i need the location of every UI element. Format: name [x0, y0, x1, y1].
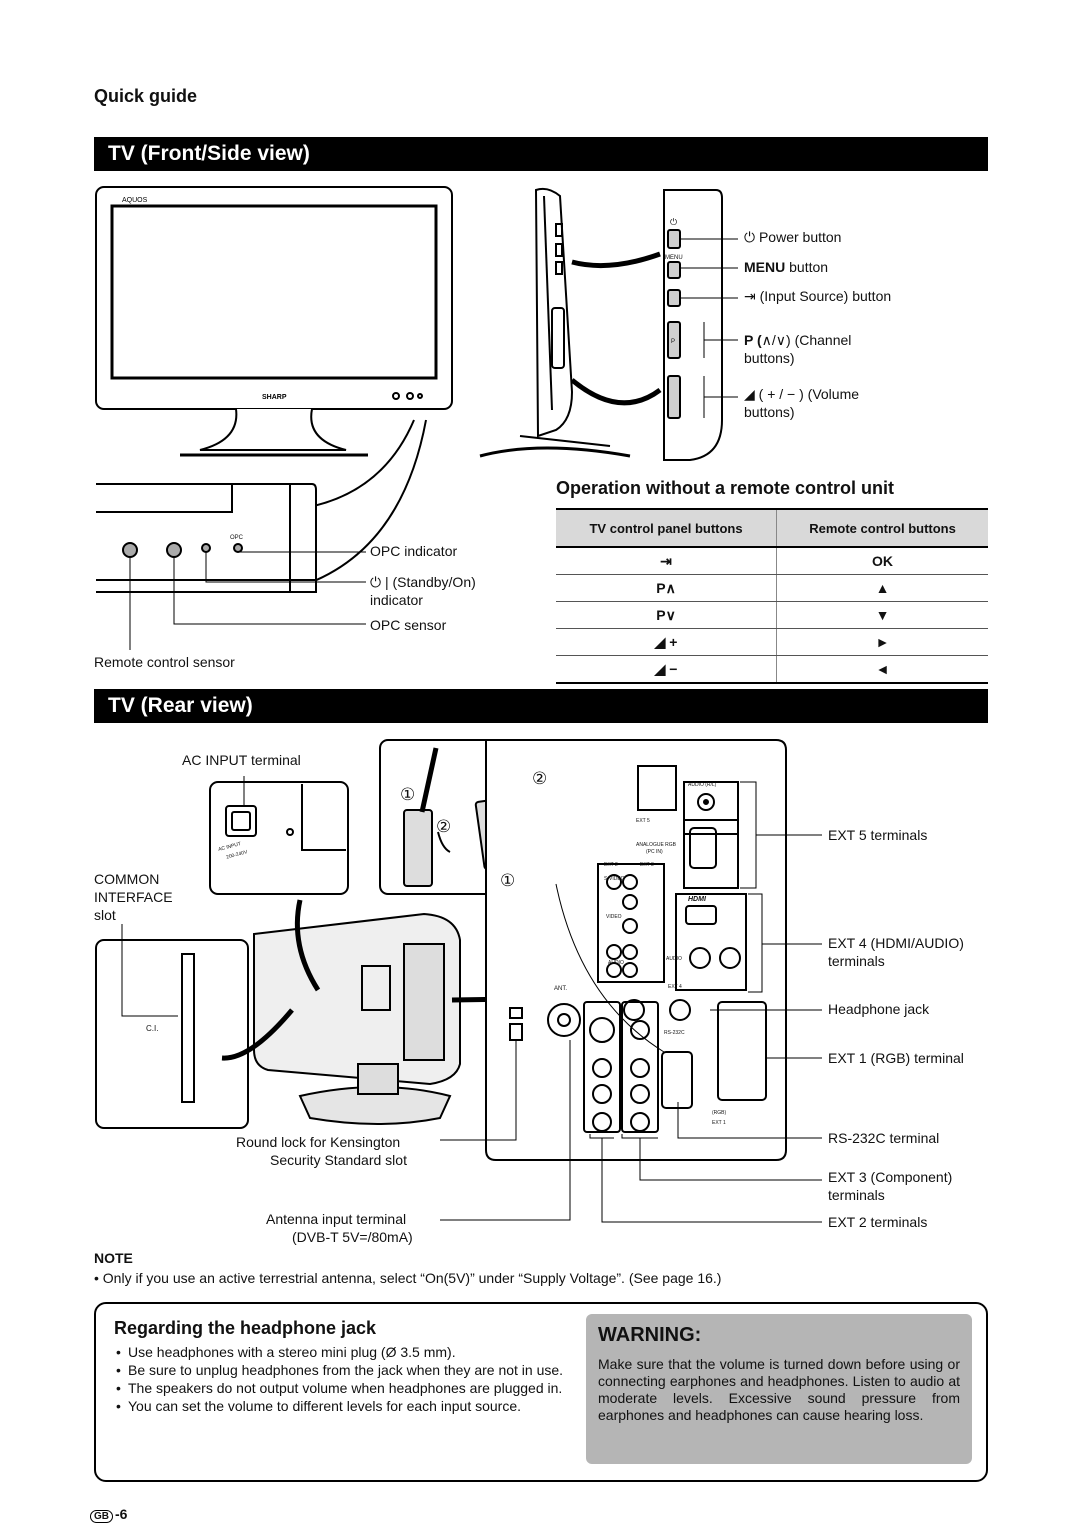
sharp-logo: SHARP: [262, 394, 287, 401]
input-button-label: ⇥ (Input Source) button: [744, 288, 892, 304]
ext1-label: EXT 1 (RGB) terminal: [828, 1050, 964, 1066]
step-1-marker: ①: [400, 785, 416, 804]
kensington-label-2: Security Standard slot: [270, 1152, 407, 1168]
panel-analogue: ANALOGUE RGB: [636, 842, 677, 848]
panel-power-mark: ⏻: [670, 217, 678, 227]
hdmi-logo: HDMI: [688, 896, 706, 903]
antenna-label-2: (DVB-T 5V=/80mA): [292, 1229, 413, 1245]
panel-ant: ANT.: [554, 986, 568, 992]
power-button-label: ⏻ Power button: [744, 229, 842, 245]
volume-icon: ◢: [744, 386, 759, 402]
page-number: GB-6: [90, 1506, 127, 1523]
kensington-label: Round lock for Kensington: [236, 1134, 401, 1150]
panel-ext1: EXT 1: [712, 1120, 726, 1126]
panel-ext5: EXT 5: [636, 818, 650, 824]
step-2-marker-b: ②: [436, 817, 452, 836]
col-remote-buttons: Remote control buttons: [776, 509, 988, 548]
list-item: Use headphones with a stereo mini plug (…: [116, 1344, 572, 1361]
ext4-label-2: terminals: [828, 953, 885, 969]
rear-terminal-panel: [485, 739, 787, 1161]
note-title: NOTE: [94, 1250, 133, 1266]
operation-title: Operation without a remote control unit: [556, 478, 895, 498]
panel-ext4: EXT 4: [668, 984, 682, 990]
rs232c-label: RS-232C terminal: [828, 1130, 940, 1146]
list-item: Be sure to unplug headphones from the ja…: [116, 1362, 572, 1379]
side-panel-illustration: [663, 189, 723, 461]
front-side-view-title: TV (Front/Side view): [94, 137, 988, 171]
input-source-icon: ⇥: [744, 288, 760, 304]
ci-slot-label: COMMON: [94, 871, 160, 887]
tv-front-illustration: [95, 186, 453, 457]
ext3-label-2: terminals: [828, 1187, 885, 1203]
panel-audio-rl: AUDIO (R/L): [688, 782, 717, 788]
ext5-label: EXT 5 terminals: [828, 827, 928, 843]
standby-indicator-label-2: indicator: [370, 592, 423, 608]
table-row: P∧▲: [556, 574, 988, 602]
headphone-label: Headphone jack: [828, 1001, 930, 1017]
col-tv-buttons: TV control panel buttons: [556, 509, 778, 548]
gb-badge: GB: [90, 1510, 113, 1523]
table-row: ⇥OK: [556, 547, 988, 575]
channel-up-down-icon: ∧/∨: [761, 332, 787, 348]
ext3-label: EXT 3 (Component): [828, 1169, 953, 1185]
ci-slot-label-2: INTERFACE: [94, 889, 173, 905]
aquos-logo: AQUOS: [122, 197, 148, 204]
power-icon: ⏻: [744, 229, 759, 245]
standby-icon: ⏻ |: [370, 574, 393, 590]
panel-video: VIDEO: [606, 914, 622, 920]
remote-sensor-label: Remote control sensor: [94, 654, 235, 670]
panel-audio-ext4: AUDIO: [666, 956, 682, 962]
standby-indicator-label: ⏻ | (Standby/On): [370, 574, 476, 590]
channel-buttons-label: P (∧/∨) (Channel: [744, 332, 852, 348]
rear-view-title: TV (Rear view): [94, 689, 988, 723]
opc-sensor-label: OPC sensor: [370, 617, 447, 633]
operation-table: TV control panel buttons Remote control …: [556, 508, 988, 684]
ci-slot-label-3: slot: [94, 907, 116, 923]
panel-svideo: S-VIDEO: [604, 876, 625, 882]
panel-ext2: EXT 2: [604, 862, 618, 868]
step-2-marker: ②: [532, 769, 548, 788]
headphone-bullets: Use headphones with a stereo mini plug (…: [114, 1344, 572, 1416]
step-1-marker-b: ①: [500, 871, 516, 890]
headphone-title: Regarding the headphone jack: [114, 1318, 377, 1338]
opc-indicator-label: OPC indicator: [370, 543, 458, 559]
tv-rear-illustration: [253, 912, 461, 1125]
volume-buttons-label: ◢ ( + / − ) (Volume: [744, 386, 860, 402]
antenna-label: Antenna input terminal: [266, 1211, 407, 1227]
ac-input-inset: [209, 781, 349, 895]
ext2-label: EXT 2 terminals: [828, 1214, 928, 1230]
panel-rgb: (RGB): [712, 1110, 727, 1116]
volume-buttons-label-2: buttons): [744, 404, 795, 420]
panel-rs232c: RS-232C: [664, 1030, 685, 1036]
panel-p-mark: P: [671, 339, 676, 345]
panel-ext3: EXT 3: [640, 862, 654, 868]
ac-input-label: AC INPUT terminal: [182, 752, 301, 768]
ext4-label: EXT 4 (HDMI/AUDIO): [828, 935, 964, 951]
panel-menu-mark: MENU: [665, 255, 683, 261]
ci-mark: C.I.: [146, 1024, 159, 1033]
table-row: ◢ +►: [556, 628, 988, 656]
table-row: ◢ −◄: [556, 655, 988, 684]
ci-slot-inset: [95, 939, 249, 1129]
tv-side-illustration: [479, 187, 631, 458]
note-text: • Only if you use an active terrestrial …: [94, 1270, 722, 1286]
channel-buttons-label-2: buttons): [744, 350, 795, 366]
warning-box: [586, 1314, 972, 1464]
panel-audio: AUDIO: [608, 960, 624, 966]
quick-guide-heading: Quick guide: [94, 86, 198, 106]
list-item: You can set the volume to different leve…: [116, 1398, 572, 1415]
panel-pcin: (PC IN): [646, 849, 663, 855]
table-row: P∨▼: [556, 601, 988, 629]
panel-opc-mark: OPC: [230, 535, 244, 541]
menu-button-label: MENU button: [744, 259, 829, 275]
headphone-box: [94, 1302, 988, 1482]
warning-title: WARNING:: [598, 1324, 702, 1346]
list-item: The speakers do not output volume when h…: [116, 1380, 572, 1397]
warning-text: Make sure that the volume is turned down…: [598, 1356, 960, 1423]
